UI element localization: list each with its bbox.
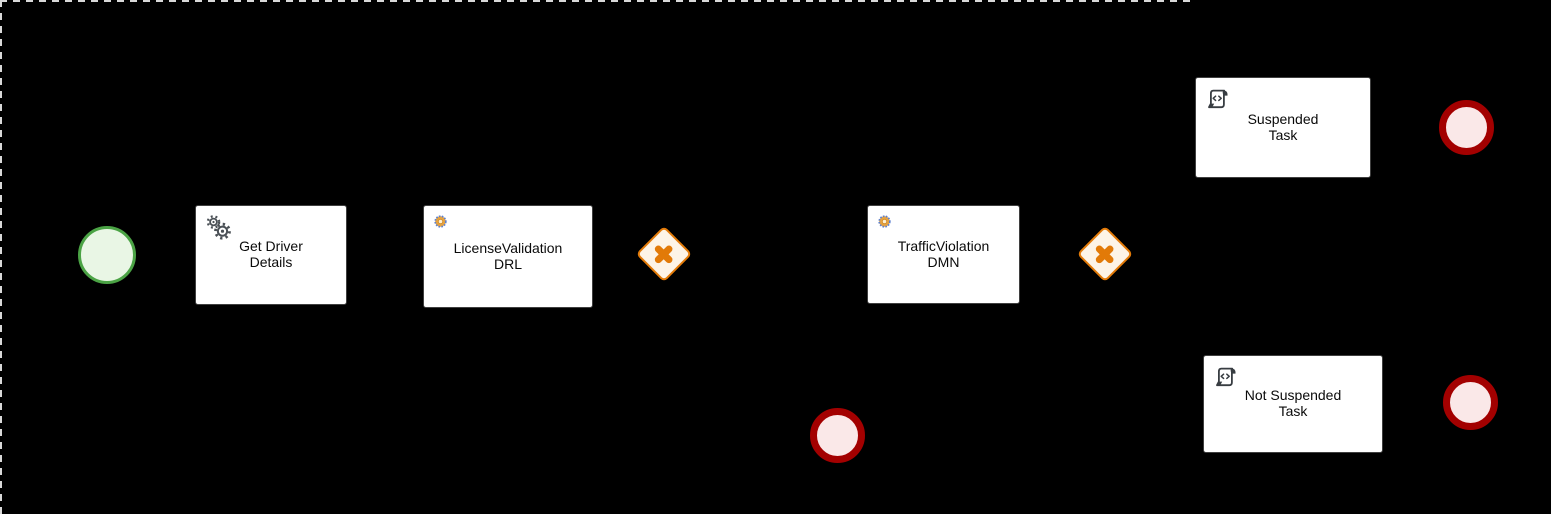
exclusive-gateway-after-traffic[interactable] [1076, 225, 1134, 283]
task-label-line: DRL [493, 255, 522, 272]
task-label-line: Task [1268, 126, 1298, 143]
task-label-line: Task [1278, 403, 1308, 419]
end-event-middle[interactable] [810, 408, 865, 463]
task-label-line: Suspended [1247, 110, 1319, 127]
task-label-line: DMN [927, 253, 960, 270]
task-label-line: LicenseValidation [453, 239, 563, 256]
task-suspended[interactable]: Suspended Task [1195, 77, 1371, 178]
script-scroll-icon [1205, 86, 1233, 118]
script-scroll-icon [1213, 364, 1241, 396]
business-rule-icon [877, 214, 892, 233]
task-license-validation-drl[interactable]: LicenseValidation DRL [423, 205, 593, 308]
task-label-line: TrafficViolation [897, 237, 990, 254]
task-label-line: Not Suspended [1244, 387, 1342, 404]
exclusive-gateway-after-license[interactable] [635, 225, 693, 283]
start-event[interactable] [78, 226, 136, 284]
task-traffic-violation-dmn[interactable]: TrafficViolation DMN [867, 205, 1020, 304]
canvas-boundary-left [0, 0, 2, 514]
business-rule-icon [433, 214, 448, 233]
task-not-suspended[interactable]: Not Suspended Task [1203, 355, 1383, 453]
service-gears-icon [205, 214, 233, 246]
end-event-suspended[interactable] [1439, 100, 1494, 155]
task-label-line: Get Driver [239, 238, 303, 255]
task-get-driver-details[interactable]: Get Driver Details [195, 205, 347, 305]
canvas-boundary-top [0, 0, 1193, 2]
task-label-line: Details [249, 254, 293, 270]
end-event-not-suspended[interactable] [1443, 375, 1498, 430]
